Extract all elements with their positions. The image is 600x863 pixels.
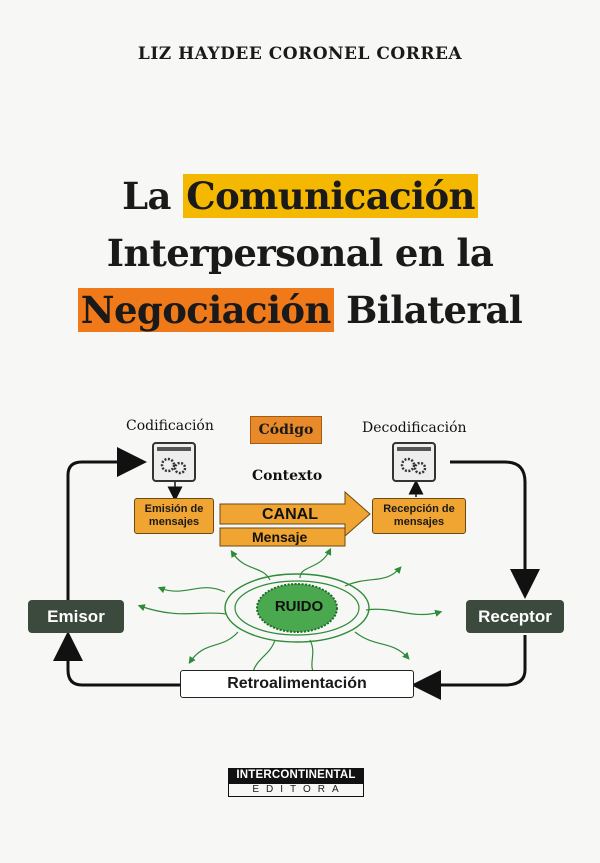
retroalimentacion-box: Retroalimentación — [180, 670, 414, 698]
title-word-la: La — [122, 174, 171, 218]
title-line-1: La Comunicación — [0, 168, 600, 225]
arrow-retro-to-emisor — [53, 631, 180, 687]
book-title: La Comunicación Interpersonal en la Nego… — [0, 168, 600, 339]
title-highlight-negociacion: Negociación — [77, 288, 334, 332]
arrow-receptor-to-retro — [411, 635, 527, 700]
decode-gear-icon — [392, 442, 436, 482]
label-decodificacion: Decodificación — [362, 420, 467, 436]
diagram-lines — [53, 447, 540, 700]
label-codificacion: Codificación — [126, 418, 214, 434]
title-line-2: Interpersonal en la — [106, 231, 494, 275]
publisher-logo: INTERCONTINENTAL EDITORA — [228, 768, 364, 797]
arrow-emisor-to-codificacion — [66, 447, 147, 605]
label-codigo: Código — [250, 416, 322, 444]
title-word-bilateral: Bilateral — [346, 288, 523, 332]
label-mensaje: Mensaje — [252, 529, 308, 545]
label-contexto: Contexto — [252, 468, 323, 484]
author-name: LIZ HAYDEE CORONEL CORREA — [137, 44, 463, 64]
communication-diagram: Codificación Código Decodificación Conte… — [0, 400, 600, 720]
encode-gear-icon — [152, 442, 196, 482]
publisher-sub: EDITORA — [228, 783, 364, 797]
label-canal: CANAL — [262, 506, 318, 523]
title-line-3: Negociación Bilateral — [0, 282, 600, 339]
publisher-name: INTERCONTINENTAL — [228, 768, 364, 783]
emisor-box: Emisor — [28, 600, 124, 633]
receptor-box: Receptor — [466, 600, 564, 633]
title-highlight-comunicacion: Comunicación — [183, 174, 478, 218]
arrow-decodificacion-to-receptor — [450, 460, 540, 599]
label-ruido: RUIDO — [274, 598, 324, 615]
